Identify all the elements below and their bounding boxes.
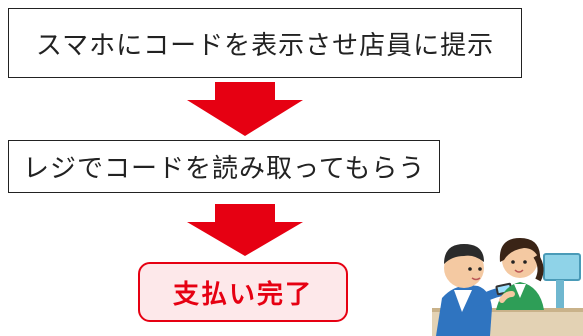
payment-complete-label: 支払い完了: [172, 279, 313, 310]
down-arrow-icon: [187, 204, 303, 256]
flow-step-2-label: レジでコードを読み取ってもらう: [23, 154, 426, 184]
payment-complete-box: 支払い完了: [138, 262, 348, 322]
flow-step-2: レジでコードを読み取ってもらう: [8, 140, 440, 193]
down-arrow-icon: [187, 82, 303, 136]
checkout-smartphone-illustration-icon: [432, 238, 583, 336]
flow-step-1-label: スマホにコードを表示させ店員に提示: [35, 30, 495, 61]
flow-step-1: スマホにコードを表示させ店員に提示: [8, 8, 522, 78]
